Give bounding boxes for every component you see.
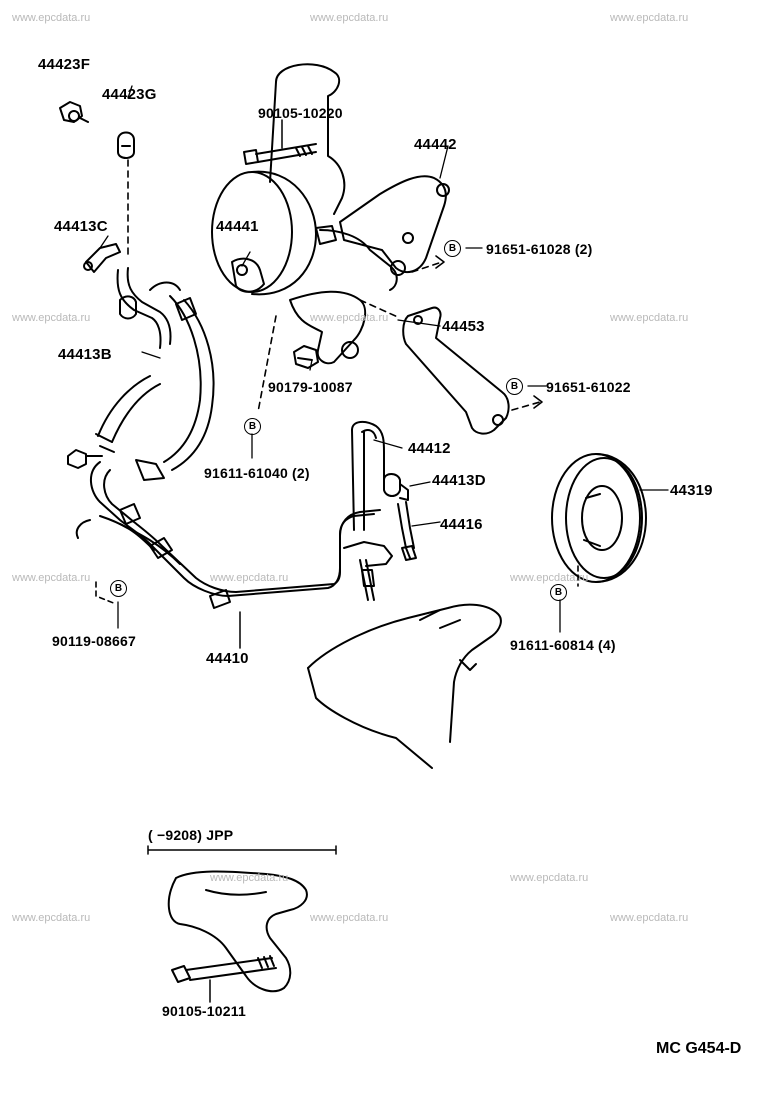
pressure-hose-shape [135, 281, 215, 481]
part-label-44413C: 44413C [54, 218, 108, 235]
diagram-code: MC G454-D [656, 1040, 742, 1057]
lower-bracket-shape [167, 870, 308, 993]
part-label-44413B: 44413B [58, 346, 112, 363]
part-label-44442: 44442 [414, 136, 457, 153]
part-label-44319: 44319 [670, 482, 713, 499]
bolt-marker: B [110, 580, 127, 597]
watermark: www.epcdata.ru [310, 12, 389, 24]
bolt-90105-10211-shape [171, 955, 277, 983]
bolt-marker: B [550, 584, 567, 601]
part-label-91611-61040: 91611-61040 (2) [204, 465, 310, 481]
part-label-44416: 44416 [440, 516, 483, 533]
pulley-44319-shape [551, 453, 647, 583]
fitting-44413C-shape [83, 243, 121, 273]
watermark: www.epcdata.ru [310, 312, 389, 324]
line-44416-shape [343, 501, 417, 601]
part-label-91651-61028: 91651-61028 (2) [486, 241, 593, 257]
plug-44423F-shape [59, 101, 89, 123]
part-label-44412: 44412 [408, 440, 451, 457]
bolt-marker: B [444, 240, 461, 257]
bolt-90105-10220-shape [243, 143, 317, 165]
bolt-marker: B [506, 378, 523, 395]
watermark: www.epcdata.ru [12, 572, 91, 584]
watermark: www.epcdata.ru [510, 572, 589, 584]
tube-assembly-44410-shape [75, 461, 381, 609]
bracket-44453-shape [402, 306, 510, 435]
part-label-44423G: 44423G [102, 86, 157, 103]
part-label-91611-60814: 91611-60814 (4) [510, 637, 616, 653]
part-label-90105-10211: 90105-10211 [162, 1003, 246, 1019]
watermark: www.epcdata.ru [210, 572, 289, 584]
part-label-44453: 44453 [442, 318, 485, 335]
bolt-marker: B [244, 418, 261, 435]
watermark: www.epcdata.ru [12, 12, 91, 24]
watermark: www.epcdata.ru [12, 312, 91, 324]
steering-gear-shape [307, 603, 502, 769]
fitting-44413D-shape [383, 473, 409, 501]
part-label-91651-61022: 91651-61022 [546, 379, 631, 395]
part-label-44413D: 44413D [432, 472, 486, 489]
watermark: www.epcdata.ru [510, 872, 589, 884]
banjo-fitting-shape [67, 449, 103, 469]
bracket-44442-shape [315, 175, 450, 276]
tube-44412-shape [351, 420, 385, 531]
pump-body-shape [211, 63, 398, 365]
part-label-90105-10220: 90105-10220 [258, 105, 343, 121]
hose-44413B-shape [95, 267, 172, 453]
part-label-44423F: 44423F [38, 56, 91, 73]
nut-90179-10087-shape [293, 345, 319, 369]
part-label-90119-08667: 90119-08667 [52, 633, 136, 649]
part-label-44410: 44410 [206, 650, 249, 667]
watermark: www.epcdata.ru [210, 872, 289, 884]
part-label-90179-10087: 90179-10087 [268, 379, 353, 395]
variant-note: ( −9208) JPP [148, 827, 234, 843]
watermark: www.epcdata.ru [610, 312, 689, 324]
watermark: www.epcdata.ru [610, 912, 689, 924]
watermark: www.epcdata.ru [310, 912, 389, 924]
clip-44423G-shape [117, 131, 135, 159]
watermark: www.epcdata.ru [12, 912, 91, 924]
watermark: www.epcdata.ru [610, 12, 689, 24]
part-label-44441: 44441 [216, 218, 259, 235]
